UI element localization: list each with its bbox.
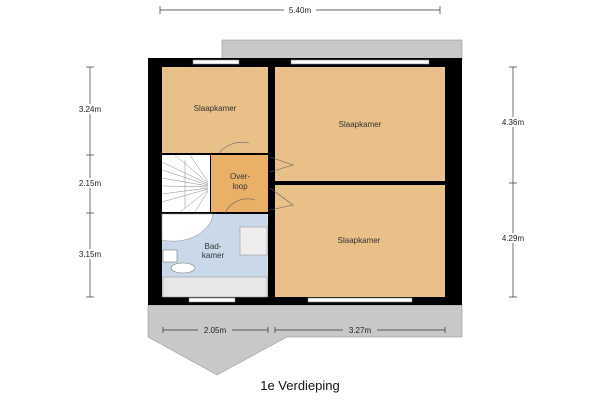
label-bedroom-bottom-right: Slaapkamer (338, 236, 381, 245)
room-bedroom-bottom-right (275, 185, 445, 297)
dim-left-bottom: 3.15m (79, 250, 102, 259)
roof-bottom (147, 304, 463, 376)
label-bedroom-top-right: Slaapkamer (339, 120, 382, 129)
label-bedroom-small: Slaapkamer (194, 104, 237, 113)
roof-top (221, 39, 463, 61)
toilet (170, 262, 196, 274)
dim-bottom-left: 2.05m (204, 326, 227, 335)
dim-left-top: 3.24m (79, 105, 102, 114)
dim-right-bottom: 4.29m (502, 234, 525, 243)
stair-steps (161, 154, 209, 213)
label-landing-2: loop (232, 182, 248, 191)
floor-title: 1e Verdieping (260, 378, 340, 393)
room-bedroom-small (162, 67, 268, 153)
shower (161, 213, 214, 242)
room-bedroom-top-right (275, 67, 445, 181)
room-landing (211, 155, 268, 212)
label-bathroom-2: kamer (202, 251, 225, 260)
cabinet (162, 249, 178, 263)
dim-left-middle: 2.15m (79, 179, 102, 188)
dim-right-top: 4.36m (502, 118, 525, 127)
label-landing-1: Over- (230, 172, 250, 181)
dim-bottom-right: 3.27m (349, 326, 372, 335)
double-sink (239, 226, 268, 256)
windows (188, 59, 430, 303)
label-bathroom-1: Bad- (205, 242, 222, 251)
bathtub (162, 276, 268, 298)
dim-total-width: 5.40m (289, 6, 312, 15)
doors (218, 141, 294, 214)
